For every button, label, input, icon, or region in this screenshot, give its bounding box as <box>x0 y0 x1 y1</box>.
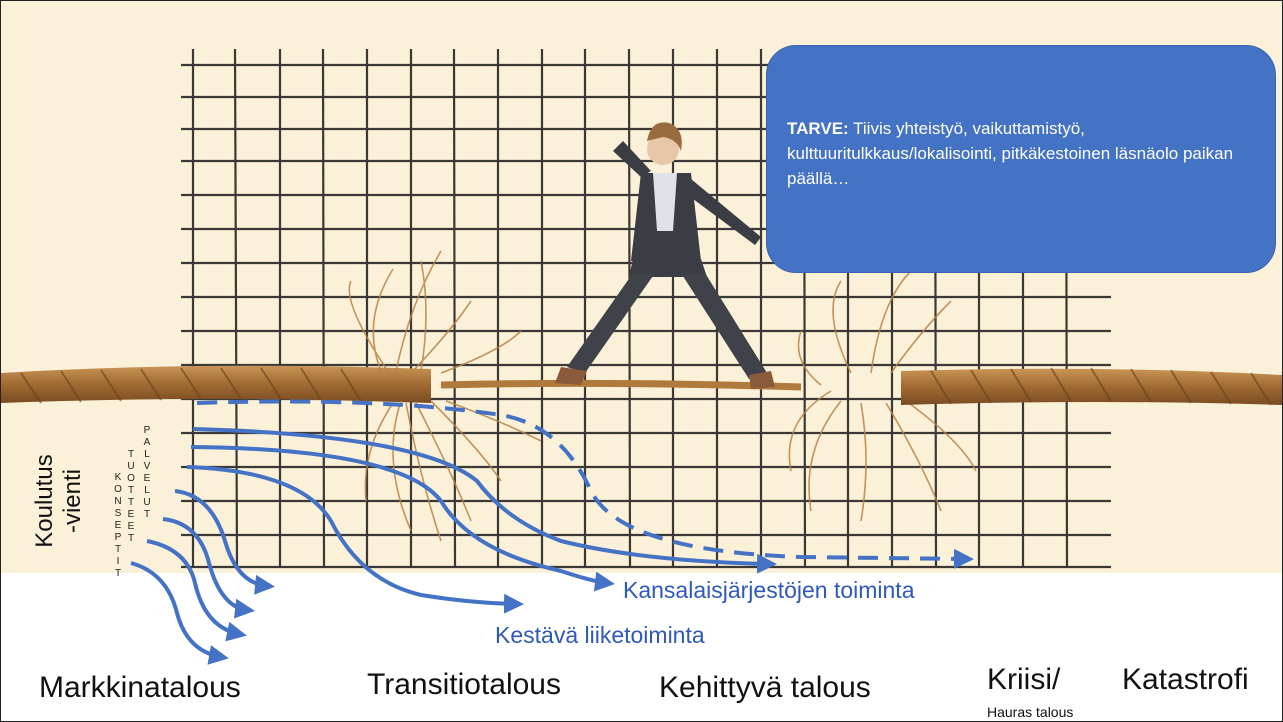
fragile-economy-label: Hauras talous <box>987 704 1073 720</box>
need-callout: TARVE: Tiivis yhteistyö, vaikuttamistyö,… <box>766 45 1276 273</box>
vertical-word-palvelut: PALVELUT <box>141 425 153 521</box>
callout-text: Tiivis yhteistyö, vaikuttamistyö, kulttu… <box>787 119 1233 188</box>
market-economy-label: Markkinatalous <box>39 671 241 705</box>
developing-economy-label: Kehittyvä talous <box>659 671 871 705</box>
rope-left <box>1 366 431 403</box>
vertical-word-konseptit: KONSEPTIT <box>112 472 124 580</box>
vertical-word-tuotteet: TUOTTEET <box>125 449 137 545</box>
transition-economy-label: Transitiotalous <box>367 668 561 702</box>
catastrophe-label: Katastrofi <box>1122 663 1249 697</box>
crisis-label: Kriisi/ <box>987 663 1060 697</box>
sustainable-business-label: Kestävä liiketoiminta <box>495 622 705 649</box>
rope-middle-strand <box>441 383 801 387</box>
side-label-line1: Koulutus <box>31 431 59 571</box>
rope-right <box>901 368 1282 405</box>
side-label-line2: -vienti <box>59 431 87 571</box>
education-export-label: Koulutus -vienti <box>31 431 91 571</box>
ngo-activity-label: Kansalaisjärjestöjen toiminta <box>623 577 915 604</box>
callout-heading: TARVE: <box>787 119 849 138</box>
